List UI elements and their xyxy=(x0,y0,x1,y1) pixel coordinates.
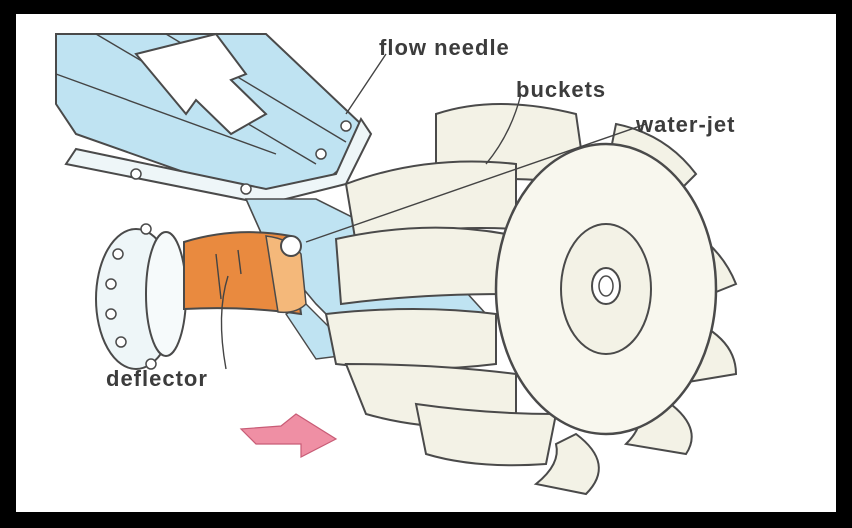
label-deflector: deflector xyxy=(106,366,208,391)
label-buckets: buckets xyxy=(516,77,606,102)
deflector-part xyxy=(184,232,306,314)
runner-disc xyxy=(496,144,716,434)
label-flow-needle: flow needle xyxy=(379,35,510,60)
pelton-turbine-diagram: flow needle buckets water-jet deflector xyxy=(16,14,836,512)
nozzle-flange xyxy=(96,224,186,369)
down-left-arrow-icon xyxy=(241,414,336,457)
label-water-jet: water-jet xyxy=(635,112,735,137)
